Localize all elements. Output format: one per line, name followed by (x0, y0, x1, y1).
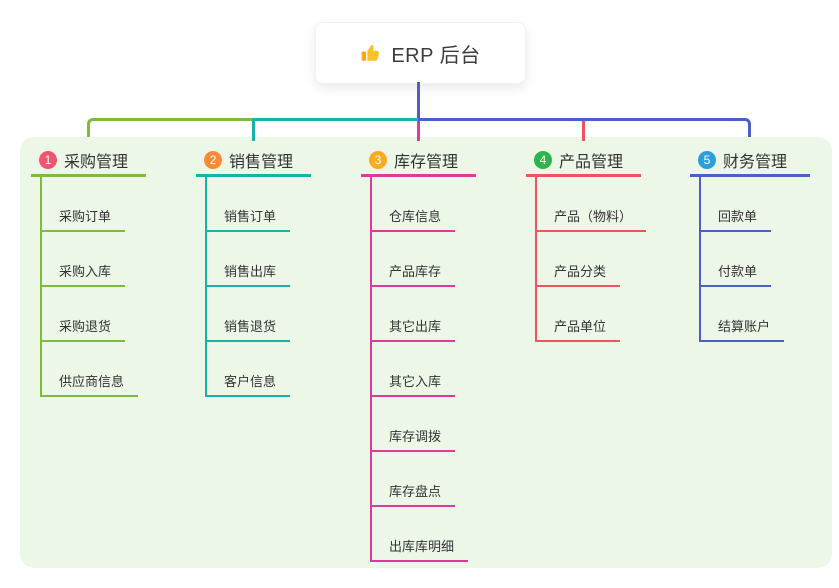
branch-children: 产品（物料）产品分类产品单位 (535, 177, 647, 342)
node-purchase-child[interactable]: 采购退货 (42, 287, 126, 342)
branch-number-badge: 3 (369, 151, 387, 169)
connector-drop-inventory (416, 121, 420, 141)
node-product-child[interactable]: 产品（物料） (537, 177, 647, 232)
branch-number-badge: 2 (204, 151, 222, 169)
node-purchase-child[interactable]: 采购入库 (42, 232, 126, 287)
node-sales-child[interactable]: 客户信息 (207, 342, 291, 397)
connector-branch-5-elbow (418, 118, 751, 141)
root-node-title: ERP 后台 (391, 44, 481, 67)
node-sales-child[interactable]: 销售订单 (207, 177, 291, 232)
branch-children: 回款单付款单结算账户 (699, 177, 810, 342)
branch-finance: 5 财务管理 回款单付款单结算账户 (690, 150, 810, 342)
branch-children: 仓库信息产品库存其它出库其它入库库存调拨库存盘点出库库明细 (370, 177, 476, 562)
connector-branch-1-elbow (87, 118, 253, 141)
branch-title: 库存管理 (394, 154, 459, 171)
branch-product: 4 产品管理 产品（物料）产品分类产品单位 (526, 150, 647, 342)
node-finance-child[interactable]: 付款单 (701, 232, 772, 287)
branch-title: 财务管理 (723, 154, 788, 171)
node-finance-child[interactable]: 结算账户 (701, 287, 785, 342)
branch-header[interactable]: 1 采购管理 (31, 150, 146, 177)
branch-number-badge: 5 (698, 151, 716, 169)
node-inventory-child[interactable]: 出库库明细 (372, 507, 469, 562)
branch-title: 产品管理 (559, 154, 624, 171)
branch-header[interactable]: 5 财务管理 (690, 150, 810, 177)
node-finance-child[interactable]: 回款单 (701, 177, 772, 232)
branch-number-badge: 4 (534, 151, 552, 169)
branch-inventory: 3 库存管理 仓库信息产品库存其它出库其它入库库存调拨库存盘点出库库明细 (361, 150, 476, 562)
branch-header[interactable]: 4 产品管理 (526, 150, 641, 177)
branch-children: 销售订单销售出库销售退货客户信息 (205, 177, 311, 397)
branch-title: 销售管理 (229, 154, 294, 171)
node-inventory-child[interactable]: 仓库信息 (372, 177, 456, 232)
node-inventory-child[interactable]: 库存调拨 (372, 397, 456, 452)
node-product-child[interactable]: 产品分类 (537, 232, 621, 287)
node-product-child[interactable]: 产品单位 (537, 287, 621, 342)
connector-drop-product (581, 121, 585, 141)
node-inventory-child[interactable]: 其它入库 (372, 342, 456, 397)
node-inventory-child[interactable]: 其它出库 (372, 287, 456, 342)
mindmap-container (20, 137, 832, 568)
branch-purchase: 1 采购管理 采购订单采购入库采购退货供应商信息 (31, 150, 146, 397)
node-sales-child[interactable]: 销售退货 (207, 287, 291, 342)
node-inventory-child[interactable]: 产品库存 (372, 232, 456, 287)
branch-header[interactable]: 2 销售管理 (196, 150, 311, 177)
branch-sales: 2 销售管理 销售订单销售出库销售退货客户信息 (196, 150, 311, 397)
connector-branch-2-segment (252, 118, 418, 121)
thumbs-up-icon (361, 45, 380, 61)
branch-children: 采购订单采购入库采购退货供应商信息 (40, 177, 146, 397)
connector-root-line (417, 82, 420, 119)
node-purchase-child[interactable]: 供应商信息 (42, 342, 139, 397)
node-inventory-child[interactable]: 库存盘点 (372, 452, 456, 507)
connector-drop-sales (251, 121, 255, 141)
branch-header[interactable]: 3 库存管理 (361, 150, 476, 177)
node-sales-child[interactable]: 销售出库 (207, 232, 291, 287)
node-purchase-child[interactable]: 采购订单 (42, 177, 126, 232)
branch-title: 采购管理 (64, 154, 129, 171)
branch-number-badge: 1 (39, 151, 57, 169)
root-node-erp[interactable]: ERP 后台 (315, 22, 526, 84)
